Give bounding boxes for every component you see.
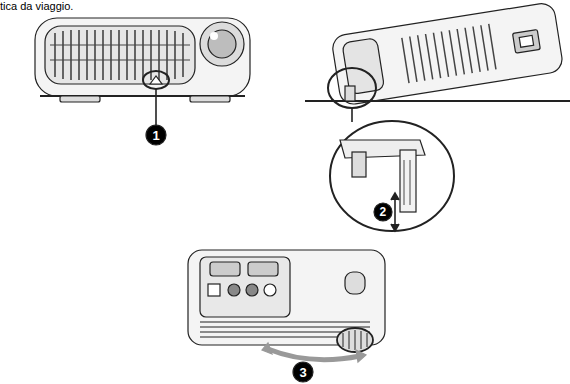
port xyxy=(264,284,276,296)
lens-ring xyxy=(200,22,244,66)
vga-port xyxy=(248,262,278,276)
arrow-head xyxy=(356,350,366,362)
port xyxy=(208,284,220,296)
callout-number: 1 xyxy=(153,129,160,142)
projector-side xyxy=(331,2,564,106)
callout-number: 2 xyxy=(380,206,387,218)
zoom-detail xyxy=(330,121,454,231)
knob xyxy=(345,272,365,294)
highlight-ring xyxy=(143,71,169,89)
arrow-head xyxy=(262,343,272,354)
highlight-ring xyxy=(328,68,376,108)
elevator-button xyxy=(150,76,162,84)
lens-glint xyxy=(210,32,218,40)
projector-front xyxy=(35,18,250,96)
wheel-ribs xyxy=(343,330,367,350)
callout-circle xyxy=(374,203,392,221)
callout-circle xyxy=(146,125,166,145)
front-grille xyxy=(45,26,195,84)
port xyxy=(246,284,258,296)
callout-circle xyxy=(293,362,313,382)
foot xyxy=(190,96,230,102)
elevator-foot xyxy=(345,86,355,101)
callout-number: 3 xyxy=(300,366,307,379)
grille-slots xyxy=(50,30,190,80)
port-panel xyxy=(200,257,290,317)
tilt-wheel xyxy=(337,328,373,352)
foot-detail xyxy=(340,140,425,212)
foot xyxy=(60,96,100,102)
rotate-arrow xyxy=(268,349,360,360)
cut-text: tica da viaggio. xyxy=(0,1,73,12)
leader-line xyxy=(155,89,157,125)
port xyxy=(228,284,240,296)
leader-line xyxy=(351,108,353,122)
lens xyxy=(208,30,236,58)
vga-port xyxy=(210,262,240,276)
up-down-arrow xyxy=(391,193,399,231)
